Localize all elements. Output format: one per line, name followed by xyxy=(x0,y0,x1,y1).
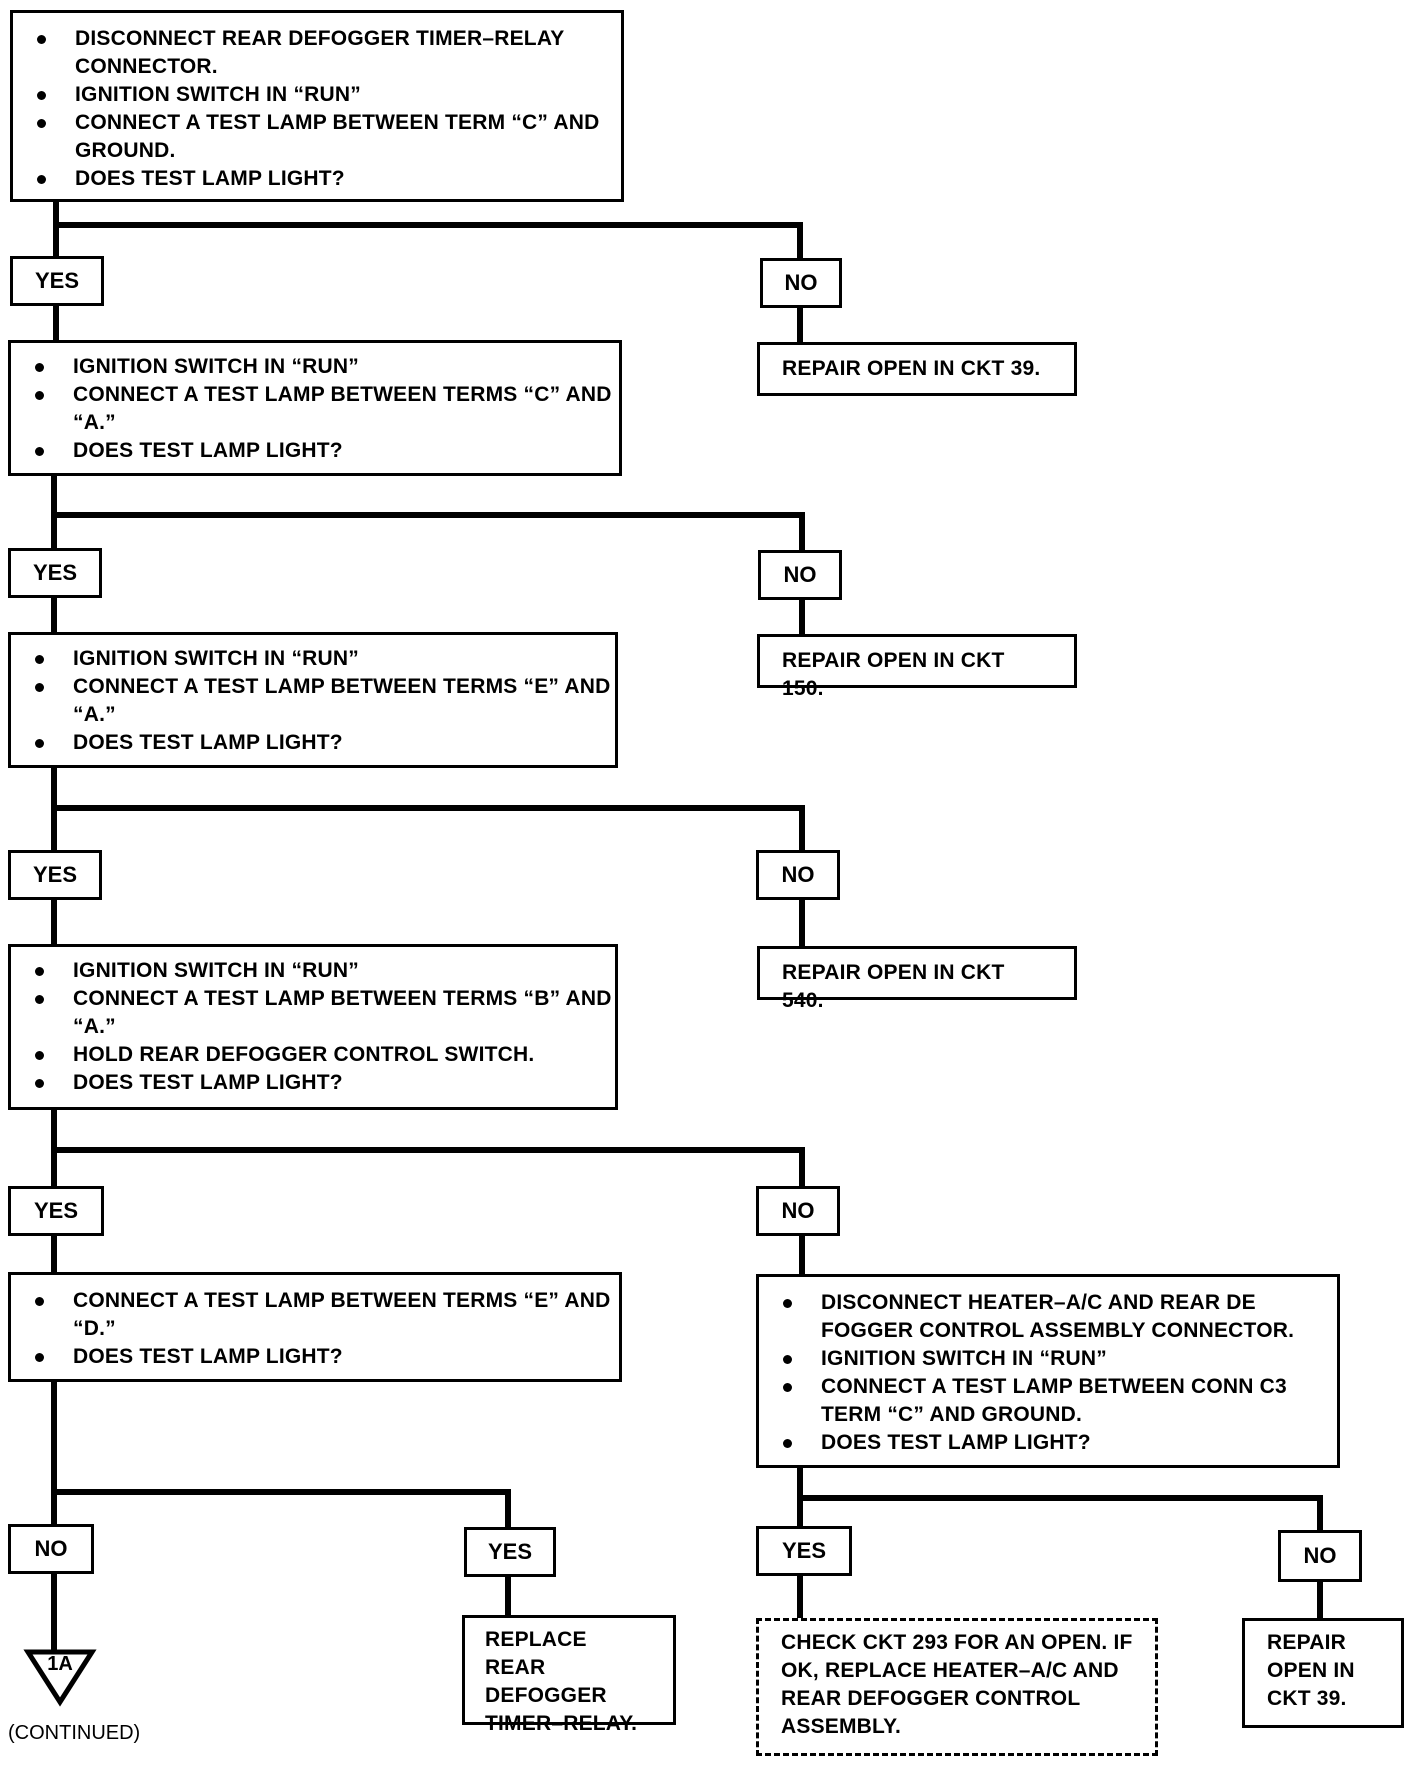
step1-item: DISCONNECT REAR DEFOGGER TIMER–RELAY CON… xyxy=(13,25,621,81)
step1-item: CONNECT A TEST LAMP BETWEEN TERM “C” AND… xyxy=(13,109,621,165)
result-repair-ckt540: REPAIR OPEN IN CKT 540. xyxy=(757,946,1077,1012)
yes-label: YES xyxy=(464,1527,556,1577)
step1-item: IGNITION SWITCH IN “RUN” xyxy=(13,81,621,109)
step1-box: DISCONNECT REAR DEFOGGER TIMER–RELAY CON… xyxy=(10,10,624,202)
step2-item: DOES TEST LAMP LIGHT? xyxy=(11,437,619,465)
step5-item: CONNECT A TEST LAMP BETWEEN TERMS “E” AN… xyxy=(11,1287,619,1343)
step6-item: CONNECT A TEST LAMP BETWEEN CONN C3 TERM… xyxy=(759,1373,1323,1429)
step2-item: CONNECT A TEST LAMP BETWEEN TERMS “C” AN… xyxy=(11,381,619,437)
no-label: NO xyxy=(758,550,842,600)
no-label: NO xyxy=(756,1186,840,1236)
step2-item: IGNITION SWITCH IN “RUN” xyxy=(11,353,619,381)
step1-item: DOES TEST LAMP LIGHT? xyxy=(13,165,621,193)
no-label: NO xyxy=(756,850,840,900)
yes-label: YES xyxy=(8,850,102,900)
yes-label: YES xyxy=(8,548,102,598)
continued-note: (CONTINUED) xyxy=(8,1722,141,1744)
result-replace-timer-relay: REPLACE REAR DEFOGGER TIMER–RELAY. xyxy=(462,1615,676,1735)
result-check-ckt293: CHECK CKT 293 FOR AN OPEN. IF OK, REPLAC… xyxy=(756,1618,1158,1756)
yes-label: YES xyxy=(10,256,104,306)
step6-item: DISCONNECT HEATER–A/C AND REAR DE FOGGER… xyxy=(759,1289,1323,1345)
step5-box: CONNECT A TEST LAMP BETWEEN TERMS “E” AN… xyxy=(8,1272,622,1382)
yes-label: YES xyxy=(756,1526,852,1576)
step6-item: DOES TEST LAMP LIGHT? xyxy=(759,1429,1323,1457)
no-label: NO xyxy=(1278,1530,1362,1582)
step4-item: IGNITION SWITCH IN “RUN” xyxy=(11,957,615,985)
step3-item: DOES TEST LAMP LIGHT? xyxy=(11,729,615,757)
step4-item: HOLD REAR DEFOGGER CONTROL SWITCH. xyxy=(11,1041,615,1069)
step3-item: CONNECT A TEST LAMP BETWEEN TERMS “E” AN… xyxy=(11,673,615,729)
result-repair-ckt150: REPAIR OPEN IN CKT 150. xyxy=(757,634,1077,700)
step3-item: IGNITION SWITCH IN “RUN” xyxy=(11,645,615,673)
step2-box: IGNITION SWITCH IN “RUN” CONNECT A TEST … xyxy=(8,340,622,476)
step6-box: DISCONNECT HEATER–A/C AND REAR DE FOGGER… xyxy=(756,1274,1340,1468)
no-label: NO xyxy=(760,258,842,308)
no-label: NO xyxy=(8,1524,94,1574)
yes-label: YES xyxy=(8,1186,104,1236)
connector-id: 1A xyxy=(47,1653,73,1675)
step6-item: IGNITION SWITCH IN “RUN” xyxy=(759,1345,1323,1373)
step5-item: DOES TEST LAMP LIGHT? xyxy=(11,1343,619,1371)
step4-item: CONNECT A TEST LAMP BETWEEN TERMS “B” AN… xyxy=(11,985,615,1041)
step4-box: IGNITION SWITCH IN “RUN” CONNECT A TEST … xyxy=(8,944,618,1110)
step4-item: DOES TEST LAMP LIGHT? xyxy=(11,1069,615,1097)
step3-box: IGNITION SWITCH IN “RUN” CONNECT A TEST … xyxy=(8,632,618,768)
result-repair-ckt39-bottom: REPAIR OPEN IN CKT 39. xyxy=(1242,1618,1404,1728)
result-repair-ckt39: REPAIR OPEN IN CKT 39. xyxy=(757,342,1077,396)
continuation-triangle-icon xyxy=(23,1649,97,1707)
